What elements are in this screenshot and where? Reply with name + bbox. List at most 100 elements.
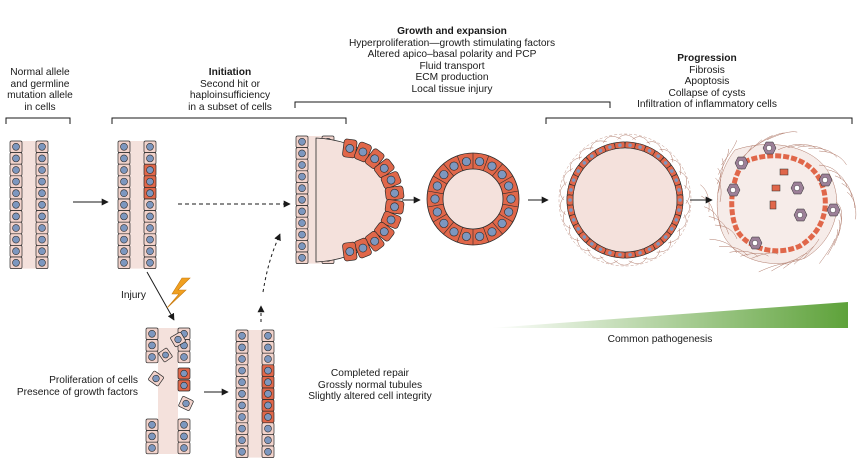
epithelial-cell bbox=[295, 193, 309, 206]
epithelial-cell bbox=[261, 352, 275, 366]
label-proliferation: Proliferation of cells Presence of growt… bbox=[0, 375, 138, 398]
epithelial-cell bbox=[235, 329, 249, 342]
mutant-cell bbox=[443, 221, 459, 237]
mutant-cell bbox=[614, 251, 626, 259]
fibrosis-fibre bbox=[766, 131, 798, 141]
epithelial-cell bbox=[295, 240, 309, 253]
epithelial-cell bbox=[117, 221, 131, 235]
mutant-cell bbox=[432, 175, 448, 191]
epithelial-cell bbox=[145, 441, 159, 455]
arrow-initiation-to-injury bbox=[146, 271, 175, 321]
proliferation-line-1: Proliferation of cells bbox=[49, 375, 138, 386]
mutant-cell bbox=[261, 387, 275, 400]
epithelial-cell bbox=[145, 339, 159, 352]
mutant-cell bbox=[586, 151, 598, 162]
fibrosis-fibre bbox=[783, 253, 808, 269]
inflammatory-cell bbox=[793, 208, 808, 222]
fibrosis-fibre bbox=[721, 140, 737, 166]
mutant-cell bbox=[380, 211, 402, 229]
mutant-cell bbox=[261, 376, 275, 389]
mutant-cell bbox=[676, 194, 684, 206]
mutant-cell bbox=[573, 165, 584, 177]
mutant-cell bbox=[364, 231, 385, 252]
epithelial-cell bbox=[295, 182, 309, 195]
epithelial-cell bbox=[9, 152, 23, 165]
epithelial-cell bbox=[143, 245, 157, 258]
mutant-cell bbox=[604, 248, 616, 258]
mutant-cell bbox=[374, 221, 395, 242]
epithelial-cell bbox=[117, 198, 131, 211]
fibrosis-fibre bbox=[818, 164, 842, 180]
epithelial-cell bbox=[9, 175, 23, 188]
epithelial-cell bbox=[143, 256, 157, 269]
tubule-normal bbox=[9, 140, 49, 269]
epithelial-cell bbox=[117, 187, 131, 200]
fibrosis-fibre bbox=[758, 263, 790, 273]
mutant-cell bbox=[475, 155, 490, 171]
mutant-cell bbox=[675, 184, 683, 196]
pathogenesis-gradient bbox=[490, 302, 848, 328]
initiation-line-3: in a subset of cells bbox=[188, 101, 272, 113]
epithelial-cell bbox=[9, 187, 23, 200]
normal-line-3: mutation allele bbox=[7, 90, 73, 102]
repair-line-1: Completed repair bbox=[330, 368, 410, 379]
fibrosis-fibre bbox=[833, 219, 841, 246]
inflammatory-cell bbox=[748, 236, 763, 250]
epithelial-cell bbox=[261, 329, 275, 342]
epithelial-cell bbox=[235, 434, 249, 447]
mutant-cell bbox=[461, 153, 474, 169]
proliferation-line-2: Presence of growth factors bbox=[16, 386, 138, 398]
epithelial-cell bbox=[35, 256, 49, 269]
epithelial-cell bbox=[117, 163, 131, 177]
epithelial-cell bbox=[235, 364, 249, 377]
mutant-cell bbox=[482, 227, 497, 243]
fibrosis-fibre bbox=[777, 144, 805, 151]
repair-line-2: Grossly normal tubules bbox=[317, 379, 423, 391]
epithelial-cell bbox=[9, 198, 23, 211]
epithelial-cell bbox=[261, 445, 275, 458]
epithelial-cell bbox=[177, 441, 191, 455]
mutant-cell bbox=[497, 170, 513, 185]
epithelial-cell bbox=[235, 445, 249, 458]
epithelial-cell bbox=[9, 233, 23, 246]
fibrosis-fibre bbox=[729, 250, 759, 257]
epithelial-cell bbox=[35, 233, 49, 246]
growth-line-1: Hyperproliferation—growth stimulating fa… bbox=[348, 37, 556, 49]
epithelial-cell bbox=[170, 331, 186, 348]
fibrosis-fibre bbox=[741, 139, 763, 158]
fibrosis-fibre bbox=[808, 147, 838, 158]
mutant-cell bbox=[643, 244, 656, 254]
cyst-large bbox=[558, 133, 692, 267]
fibrosis-fibre bbox=[846, 191, 857, 220]
inflammatory-cell bbox=[818, 173, 833, 187]
arrow-repair-to-cyst bbox=[262, 233, 281, 293]
progression-line-4: Infiltration of inflammatory cells bbox=[637, 99, 777, 111]
fibrosis-fibre bbox=[708, 216, 729, 235]
fibrosis-fibre bbox=[740, 252, 769, 257]
epithelial-cell bbox=[9, 210, 23, 223]
tubule-repaired bbox=[235, 329, 275, 458]
mutant-cell bbox=[666, 223, 677, 235]
mutant-cell bbox=[502, 181, 519, 195]
mutant-cell bbox=[567, 204, 575, 216]
epithelial-cell bbox=[158, 347, 173, 363]
epithelial-cell bbox=[117, 175, 131, 188]
cyst-early bbox=[315, 137, 405, 263]
epithelial-fragment bbox=[769, 200, 777, 210]
epithelial-cell bbox=[9, 163, 23, 177]
epithelial-cell bbox=[35, 210, 49, 223]
injury-text: Injury bbox=[121, 290, 146, 301]
epithelial-cell bbox=[148, 370, 164, 387]
fibrosis-fibre bbox=[704, 206, 722, 229]
mutant-cell bbox=[427, 203, 444, 217]
epithelial-cell bbox=[261, 434, 275, 447]
epithelial-cell bbox=[295, 228, 309, 241]
epithelial-cell bbox=[143, 221, 157, 235]
epithelial-cell bbox=[9, 221, 23, 235]
fibrosis-fibre bbox=[748, 135, 773, 151]
fibrosis-fibre bbox=[718, 148, 729, 175]
fibrosis-fibre bbox=[709, 238, 738, 254]
inflammatory-cell bbox=[826, 203, 841, 217]
fibrosis-fibre bbox=[716, 158, 724, 185]
